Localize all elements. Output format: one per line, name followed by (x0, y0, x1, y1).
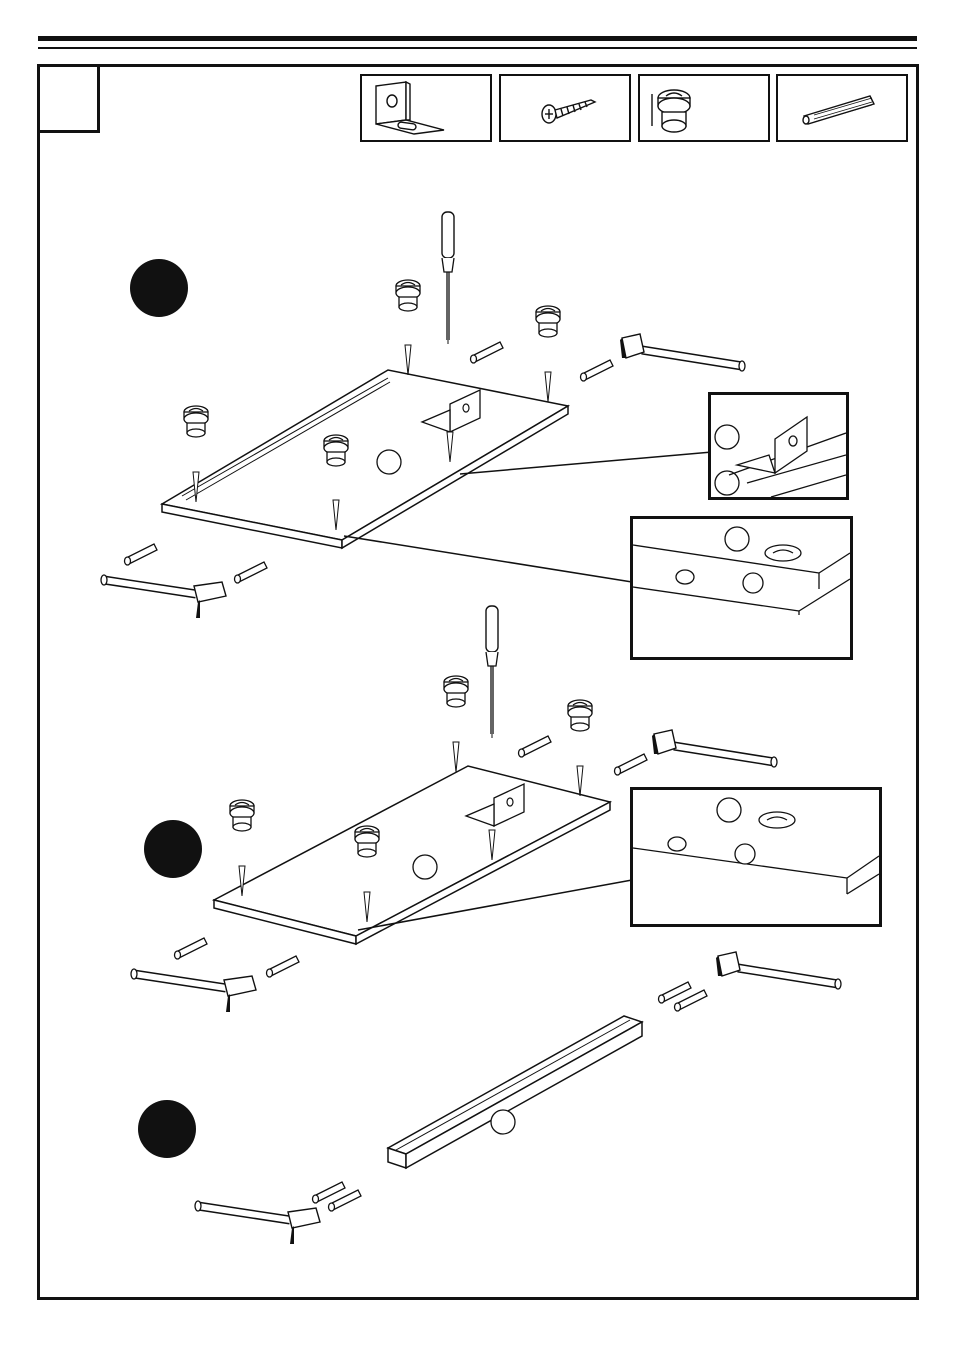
step-number-box (37, 64, 100, 133)
header-rule-thin (38, 47, 917, 49)
cam-lock-icon (651, 89, 691, 133)
substep-marker-2 (144, 820, 202, 878)
part-cam-lock (638, 74, 770, 142)
detail-cam-dowel-1 (630, 516, 853, 660)
substep-2-drawing (131, 605, 777, 1012)
detail-cam-dowel-2 (630, 787, 882, 927)
screw-icon (541, 99, 597, 124)
wooden-dowel-icon (802, 95, 875, 125)
substep-3-drawing (195, 952, 841, 1244)
instruction-frame (37, 64, 919, 1300)
detail-bracket (708, 392, 849, 500)
part-screw (499, 74, 631, 142)
part-dowel (776, 74, 908, 142)
substep-1-drawing (101, 211, 745, 618)
substep-marker-1 (130, 259, 188, 317)
part-angle-bracket (360, 74, 492, 142)
substep-marker-3 (138, 1100, 196, 1158)
header-rule-thick (38, 36, 917, 41)
angle-bracket-icon (375, 80, 445, 135)
